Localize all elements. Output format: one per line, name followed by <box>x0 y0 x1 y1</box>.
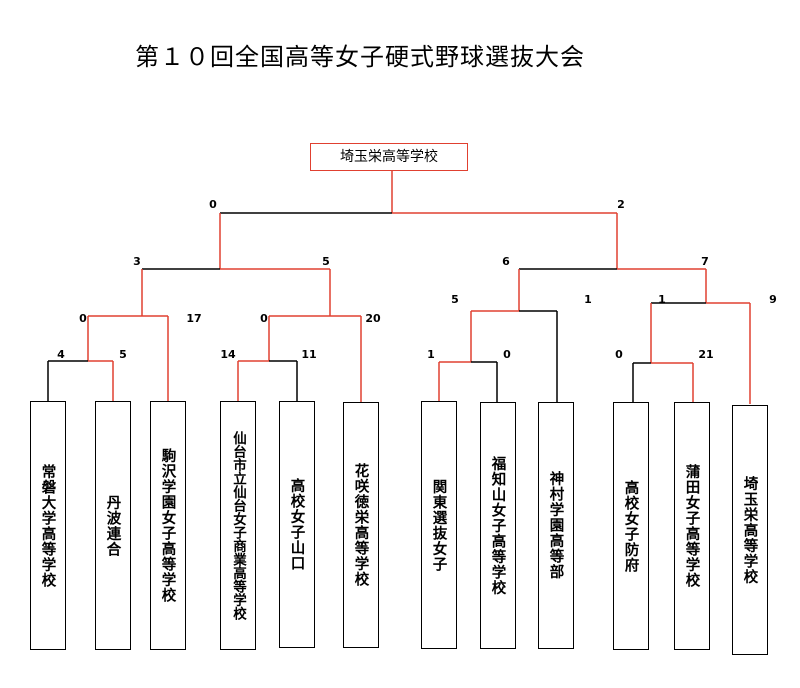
score-semi1-left: 3 <box>133 255 141 268</box>
score-final-left: 0 <box>209 198 217 211</box>
team-box-5: 高校女子山口 <box>279 401 315 648</box>
score-qf4-right: 9 <box>769 293 777 306</box>
score-semi2-left: 6 <box>502 255 510 268</box>
score-r1-4-right: 21 <box>698 348 714 361</box>
team-name: 丹波連合 <box>104 494 121 557</box>
score-qf2-right: 20 <box>365 312 381 325</box>
score-r1-2-right: 11 <box>301 348 317 361</box>
score-r1-2-left: 14 <box>220 348 236 361</box>
team-box-10: 高校女子防府 <box>613 402 649 650</box>
score-semi2-right: 7 <box>701 255 709 268</box>
team-name: 神村学園高等部 <box>547 471 564 580</box>
score-r1-1-left: 4 <box>57 348 65 361</box>
team-name: 関東選抜女子 <box>430 478 447 572</box>
team-box-6: 花咲徳栄高等学校 <box>343 402 379 648</box>
team-name: 埼玉栄高等学校 <box>741 475 758 585</box>
team-name: 高校女子山口 <box>288 478 305 571</box>
score-qf1-left: 0 <box>79 312 87 325</box>
champion-box: 埼玉栄高等学校 <box>310 143 468 171</box>
team-box-8: 福知山女子高等学校 <box>480 402 516 649</box>
team-name: 蒲田女子高等学校 <box>683 464 700 588</box>
team-name: 福知山女子高等学校 <box>489 455 506 596</box>
team-box-9: 神村学園高等部 <box>538 402 574 649</box>
score-final-right: 2 <box>617 198 625 211</box>
score-r1-3-right: 0 <box>503 348 511 361</box>
score-qf4-left: 1 <box>658 293 666 306</box>
team-box-3: 駒沢学園女子高等学校 <box>150 401 186 650</box>
team-box-2: 丹波連合 <box>95 401 131 650</box>
score-semi1-right: 5 <box>322 255 330 268</box>
team-name: 仙台市立仙台女子商業高等学校 <box>230 431 246 620</box>
team-name: 花咲徳栄高等学校 <box>352 463 369 587</box>
team-name: 高校女子防府 <box>622 479 639 573</box>
tournament-title: 第１０回全国高等女子硬式野球選抜大会 <box>135 43 585 71</box>
score-qf1-right: 17 <box>186 312 202 325</box>
score-qf2-left: 0 <box>260 312 268 325</box>
score-qf3-left: 5 <box>451 293 459 306</box>
score-qf3-right: 1 <box>584 293 592 306</box>
score-r1-4-left: 0 <box>615 348 623 361</box>
team-box-12: 埼玉栄高等学校 <box>732 405 768 655</box>
team-box-11: 蒲田女子高等学校 <box>674 402 710 650</box>
score-r1-3-left: 1 <box>427 348 435 361</box>
team-name: 常磐大学高等学校 <box>39 463 56 588</box>
score-r1-1-right: 5 <box>119 348 127 361</box>
team-box-1: 常磐大学高等学校 <box>30 401 66 650</box>
team-name: 駒沢学園女子高等学校 <box>159 448 176 603</box>
team-box-7: 関東選抜女子 <box>421 401 457 649</box>
team-box-4: 仙台市立仙台女子商業高等学校 <box>220 401 256 650</box>
